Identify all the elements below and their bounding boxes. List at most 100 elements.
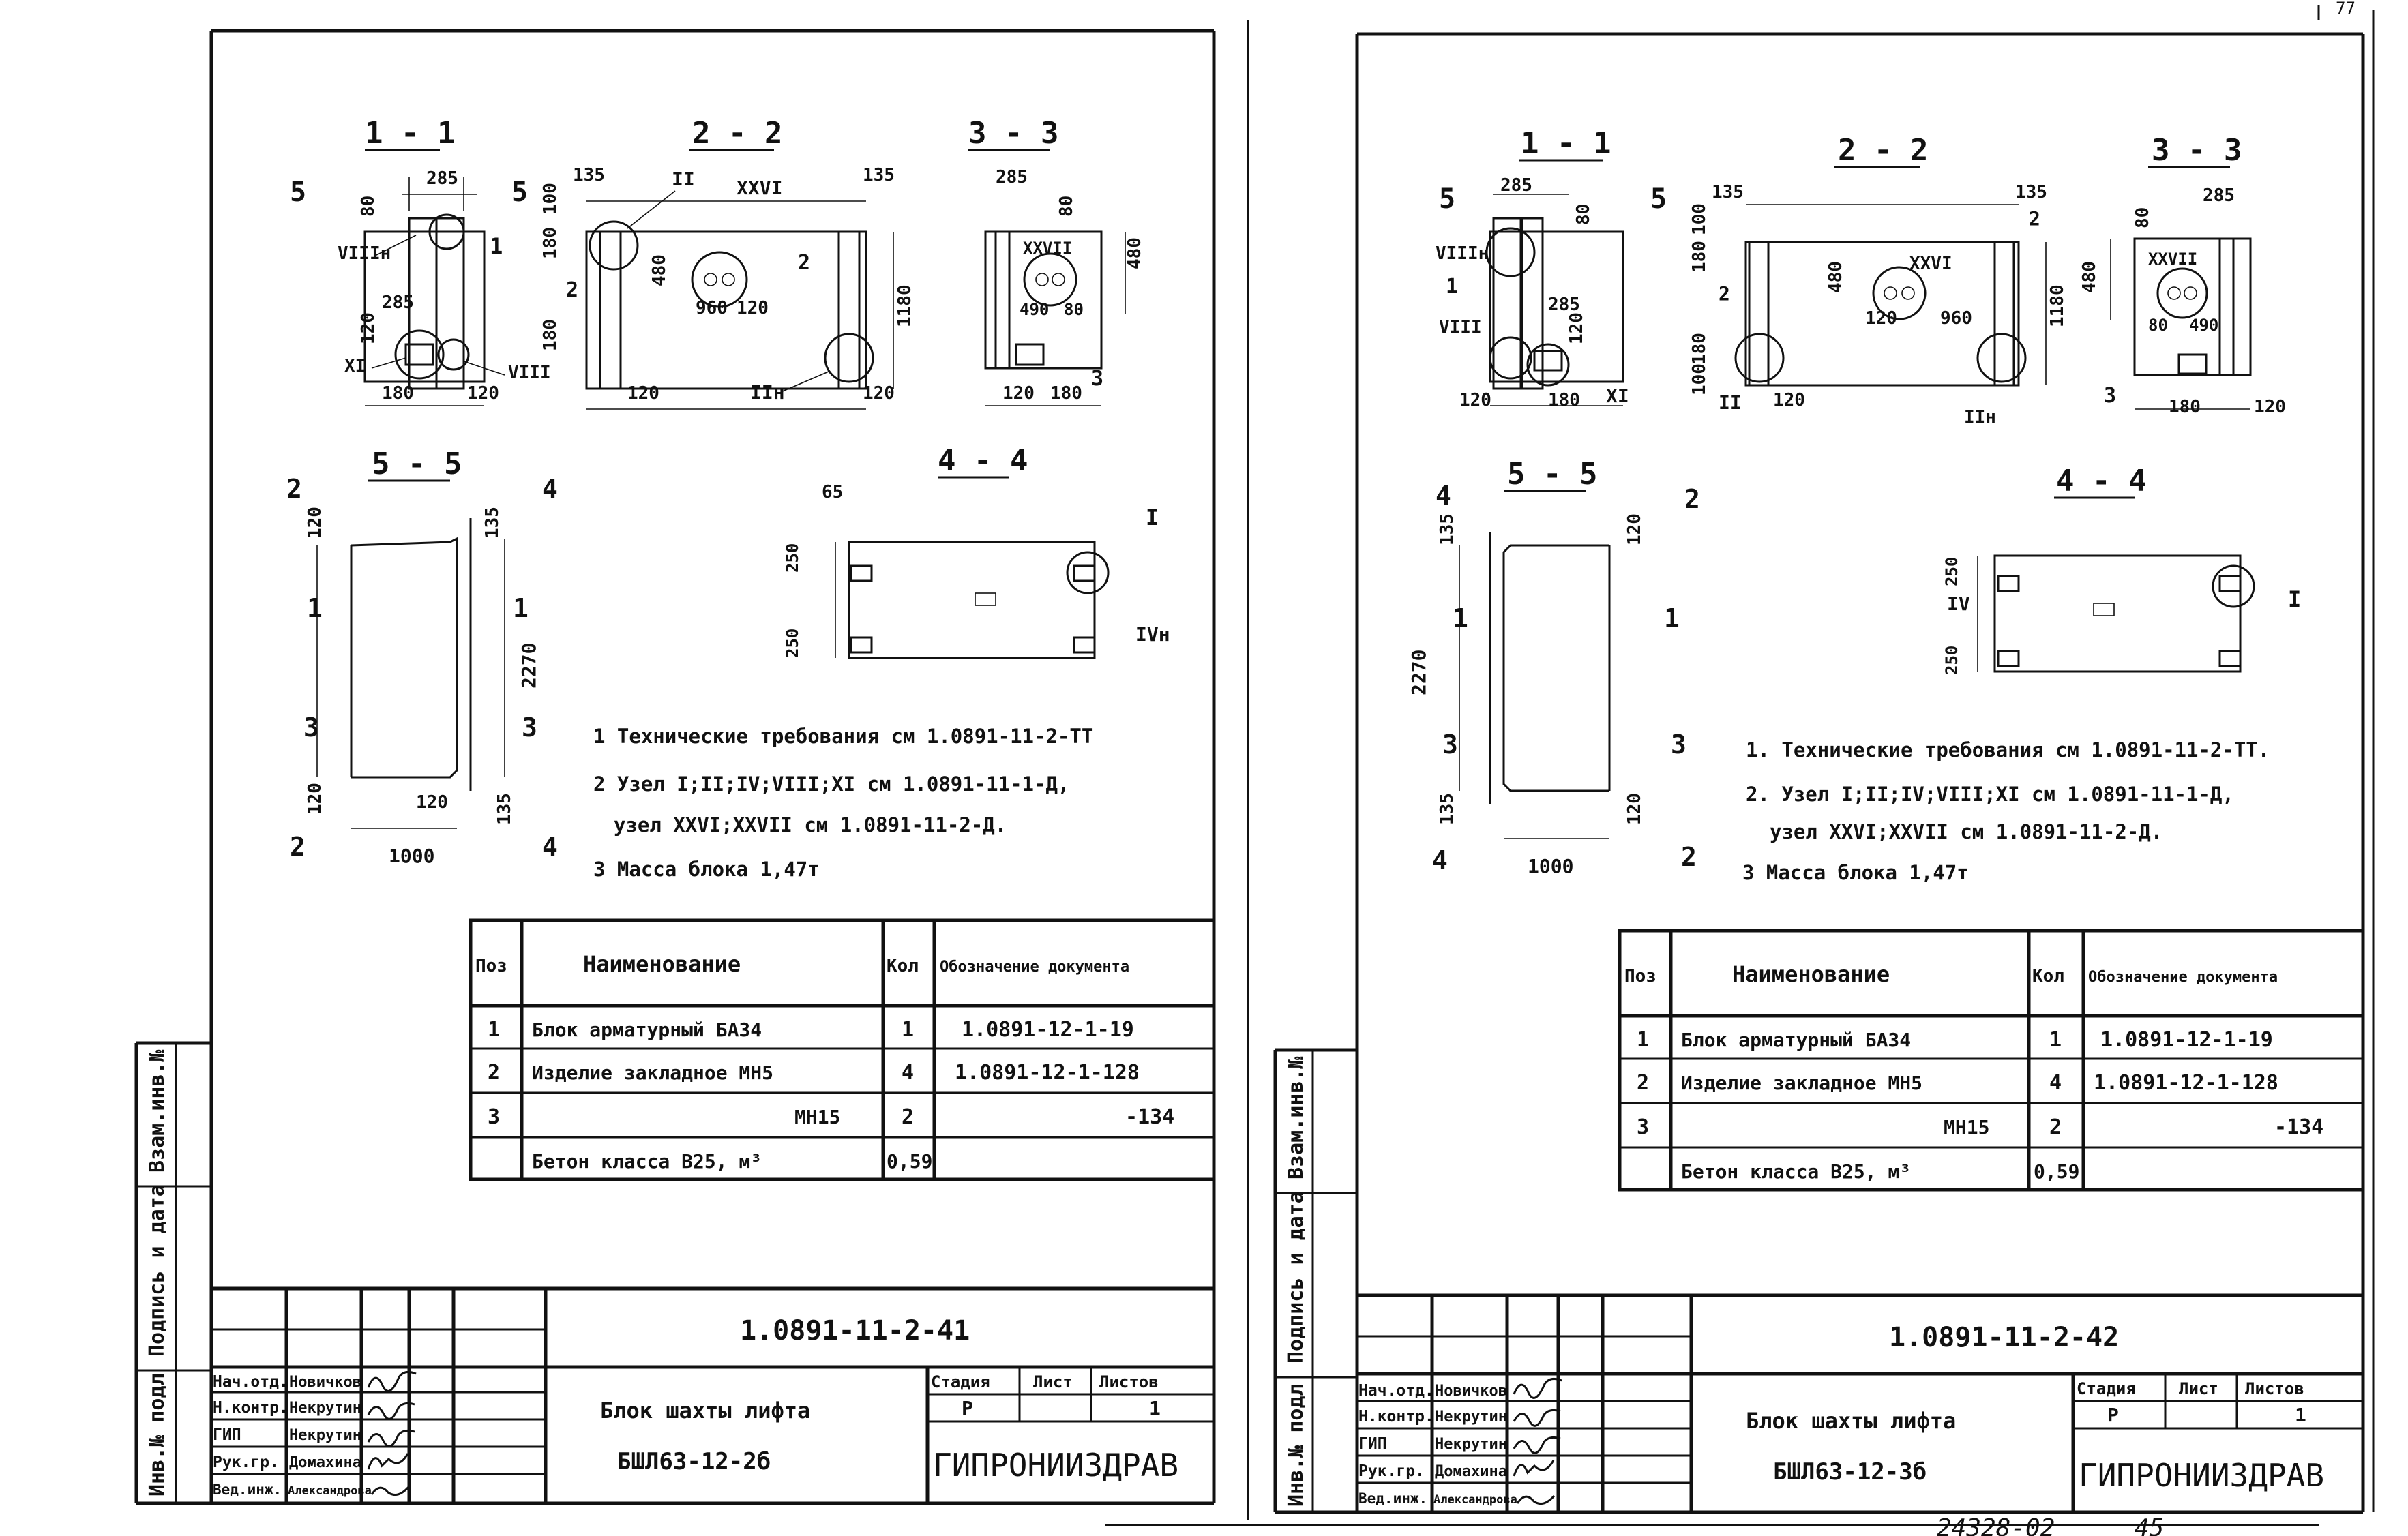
dim-label: 285 bbox=[426, 168, 458, 189]
sheets-value: 1 bbox=[1149, 1397, 1161, 1419]
dim-label: 120 bbox=[2254, 397, 2286, 417]
section-label: 4 - 4 bbox=[938, 443, 1028, 478]
spec-cell: 2 bbox=[2049, 1115, 2062, 1139]
spec-header: Обозначение документа bbox=[2088, 969, 2278, 986]
cut-mark: 4 bbox=[542, 474, 558, 504]
cut-mark: 4 bbox=[1436, 481, 1451, 511]
node-mark: IVн bbox=[1135, 623, 1170, 646]
dim-label: 120 bbox=[416, 792, 448, 813]
org-name: ГИПРОНИИЗДРАВ bbox=[2079, 1457, 2324, 1494]
spec-cell: 1.0891-12-1-19 bbox=[2100, 1028, 2273, 1052]
section-label: 4 - 4 bbox=[2056, 464, 2146, 498]
node-mark: I bbox=[2288, 586, 2301, 612]
note-line: 3 Масса блока 1,47т bbox=[593, 858, 820, 881]
spec-header: Кол bbox=[2032, 966, 2064, 987]
cut-mark: 3 bbox=[1442, 729, 1458, 759]
dim-label: 135 bbox=[482, 507, 503, 539]
signature-mark bbox=[1513, 1409, 1561, 1427]
spec-cell: -134 bbox=[2274, 1115, 2323, 1139]
signature-mark bbox=[367, 1453, 409, 1470]
notes: 1 Технические требования см 1.0891-11-2-… bbox=[593, 725, 1093, 881]
dim-label: 250 bbox=[1942, 646, 1961, 675]
cut-mark: 5 bbox=[511, 177, 528, 208]
dim-label: 120 bbox=[1624, 793, 1645, 825]
dim-label: 120 bbox=[737, 298, 769, 318]
role-label: Н.контр. bbox=[1358, 1408, 1434, 1426]
dim-label: 180 bbox=[2169, 397, 2201, 417]
role-label: ГИП bbox=[213, 1426, 241, 1444]
position-mark: 2 bbox=[2029, 207, 2040, 230]
dim-label: 1180 bbox=[895, 284, 915, 327]
dim-label: 2270 bbox=[1408, 650, 1430, 695]
role-label: ГИП bbox=[1358, 1435, 1387, 1453]
dim-label: 480 bbox=[649, 254, 670, 286]
dim-label: 2270 bbox=[518, 643, 540, 689]
node-mark: XXVI bbox=[1909, 254, 1952, 274]
stage-value: Р bbox=[2107, 1404, 2119, 1426]
node-mark: I bbox=[1146, 505, 1159, 530]
dim-label: 135 bbox=[2015, 182, 2047, 202]
signature-mark bbox=[367, 1402, 415, 1420]
dim-label: 80 bbox=[1064, 300, 1084, 319]
person-name: Некрутин bbox=[289, 1400, 361, 1417]
spec-cell: 1 bbox=[1637, 1028, 1649, 1052]
dim-label: 100 bbox=[540, 183, 561, 215]
dim-label: 65 bbox=[822, 482, 843, 502]
dim-label: 1180 bbox=[2047, 284, 2068, 327]
role-label: Рук.гр. bbox=[1358, 1462, 1425, 1480]
spec-cell: 4 bbox=[902, 1061, 914, 1085]
section-4-4: 4 - 4 250 250 IV I bbox=[1942, 464, 2301, 675]
spec-header: Обозначение документа bbox=[940, 959, 1129, 976]
person-name: Некрутин bbox=[1435, 1409, 1507, 1426]
spec-cell: 1.0891-12-1-128 bbox=[955, 1061, 1140, 1085]
cut-mark: 1 bbox=[1664, 603, 1680, 633]
note-line: 1 Технические требования см 1.0891-11-2-… bbox=[593, 725, 1093, 748]
dim-label: 100 bbox=[1689, 203, 1710, 235]
section-1-1: 1 - 1 285 80 285 120 120 180 5 5 VIIIн 1… bbox=[1436, 126, 1667, 410]
cut-mark: 2 bbox=[286, 474, 302, 504]
node-mark: II bbox=[672, 168, 695, 190]
spec-cell: 1 bbox=[902, 1018, 914, 1042]
cut-mark: 5 bbox=[290, 177, 306, 208]
corner-number: 77 bbox=[2336, 0, 2355, 18]
dim-label: 135 bbox=[494, 793, 515, 825]
dim-label: 180 bbox=[540, 227, 561, 259]
role-label: Нач.отд. bbox=[1358, 1382, 1434, 1400]
spec-cell: 1.0891-12-1-19 bbox=[962, 1018, 1134, 1042]
dim-label: 250 bbox=[783, 629, 802, 658]
dim-label: 180 bbox=[1689, 241, 1710, 273]
spec-cell: Бетон класса В25, м³ bbox=[1681, 1160, 1911, 1183]
side-label-inv-orig: Инв.№ подл bbox=[145, 1373, 169, 1496]
spec-cell: 1 bbox=[488, 1018, 500, 1042]
spec-cell: -134 bbox=[1125, 1105, 1174, 1129]
node-mark: IV bbox=[1947, 592, 1970, 615]
stage-header: Стадия bbox=[2077, 1379, 2136, 1398]
node-mark: II bbox=[1719, 391, 1742, 414]
dim-label: 80 bbox=[358, 196, 378, 217]
sheets-value: 1 bbox=[2295, 1404, 2306, 1426]
spec-cell: Изделие закладное МН5 bbox=[532, 1061, 773, 1084]
dim-label: 480 bbox=[2079, 261, 2100, 293]
section-label: 2 - 2 bbox=[1838, 133, 1928, 168]
cut-mark: 1 bbox=[513, 593, 529, 623]
person-name: Новичков bbox=[289, 1374, 361, 1391]
dim-label: 1000 bbox=[389, 845, 434, 867]
section-label: 1 - 1 bbox=[365, 116, 455, 151]
dim-label: 135 bbox=[1437, 793, 1457, 825]
spec-cell: 2 bbox=[1637, 1071, 1649, 1095]
spec-cell: Блок арматурный БА34 bbox=[1681, 1029, 1911, 1051]
spec-cell: Изделие закладное МН5 bbox=[1681, 1072, 1922, 1094]
spec-cell: 1.0891-12-1-128 bbox=[2094, 1071, 2278, 1095]
spec-cell: МН15 bbox=[1944, 1116, 1989, 1139]
dim-label: 100 bbox=[1689, 363, 1710, 395]
dim-label: 120 bbox=[1002, 383, 1035, 404]
position-mark: 2 bbox=[798, 251, 810, 275]
dim-label: 120 bbox=[467, 383, 499, 404]
product-mark: БШЛ63-12-3б bbox=[1773, 1458, 1927, 1486]
node-mark: XI bbox=[1606, 385, 1629, 407]
cut-mark: 1 bbox=[1453, 603, 1468, 633]
section-label: 3 - 3 bbox=[2152, 133, 2242, 168]
cut-mark: 2 bbox=[1681, 842, 1697, 872]
cut-mark: 5 bbox=[1650, 183, 1667, 215]
role-label: Вед.инж. bbox=[1358, 1490, 1427, 1507]
